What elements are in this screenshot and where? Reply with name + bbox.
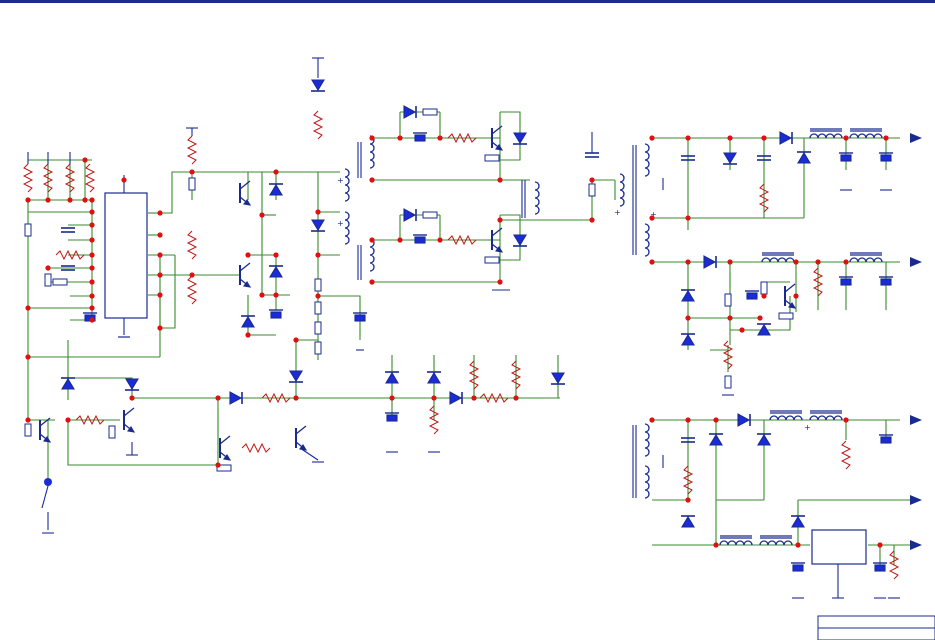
wiring	[27, 111, 920, 565]
polarity-mark: +	[337, 176, 344, 185]
components	[23, 57, 935, 640]
controller-ic	[104, 192, 148, 319]
polarity-mark: +	[614, 208, 621, 217]
polarity-mark: +	[650, 210, 657, 219]
junction-dots	[25, 135, 889, 548]
regulator-ic	[811, 529, 867, 565]
polarity-mark: +	[337, 219, 344, 228]
top-border-rule	[0, 0, 935, 3]
polarity-marks: + + + + +	[337, 176, 811, 432]
polarity-mark: +	[804, 423, 811, 432]
